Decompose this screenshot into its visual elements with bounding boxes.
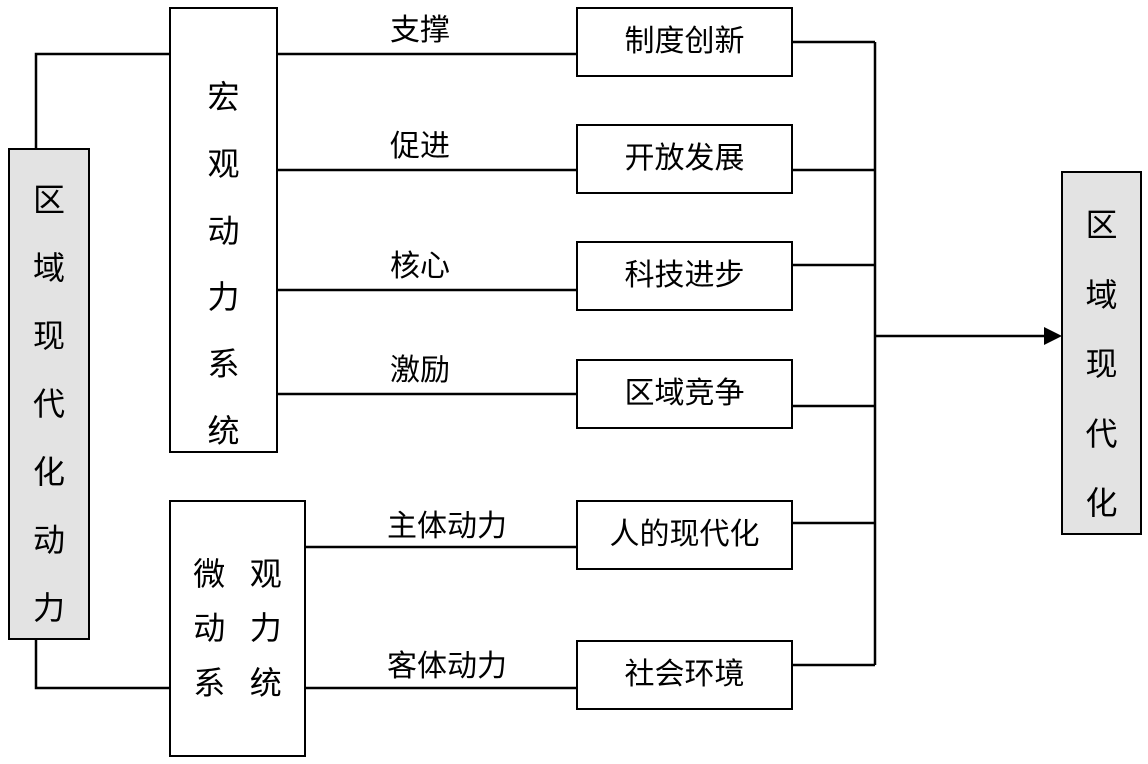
factor-box-human-modernization: 人的现代化 <box>576 500 793 570</box>
connector-left-to-micro <box>34 640 170 690</box>
left-box-char: 化 <box>32 453 65 491</box>
macro-box-char: 力 <box>207 278 240 317</box>
factor-box-social-environment: 社会环境 <box>576 640 793 710</box>
right-box-char: 现 <box>1085 345 1118 383</box>
edge-label-object-driver: 客体动力 <box>387 649 507 684</box>
right-box-char: 代 <box>1085 414 1118 453</box>
macro-driver-system-box: 宏 观 动 力 系 统 <box>169 7 278 453</box>
right-box-char: 化 <box>1085 484 1118 522</box>
regional-modernization-result-box: 区 域 现 代 化 <box>1061 171 1142 535</box>
micro-box-char: 观 <box>249 555 282 594</box>
right-box-char: 域 <box>1085 275 1118 314</box>
edge-label-incentive: 激励 <box>390 353 450 388</box>
macro-box-char: 系 <box>207 345 240 384</box>
factor-box-institutional-innovation: 制度创新 <box>576 7 793 77</box>
factor-box-technological-progress: 科技进步 <box>576 241 793 311</box>
macro-box-char: 观 <box>207 144 240 183</box>
regional-modernization-driver-box: 区 域 现 代 化 动 力 <box>8 148 90 640</box>
edge-label-subject-driver: 主体动力 <box>387 509 507 544</box>
macro-box-char: 宏 <box>207 78 240 116</box>
left-box-char: 现 <box>32 317 65 355</box>
left-box-char: 区 <box>32 181 65 219</box>
right-box-char: 区 <box>1085 206 1118 244</box>
connector-left-to-macro <box>34 52 170 148</box>
micro-box-char: 微 <box>193 555 226 594</box>
edge-label-promote: 促进 <box>390 129 450 164</box>
left-box-char: 域 <box>32 249 65 287</box>
micro-driver-system-box: 微 观 动 力 系 统 <box>169 500 306 757</box>
left-box-char: 力 <box>32 589 65 627</box>
edge-label-support: 支撑 <box>390 13 450 48</box>
arrow-head-icon <box>1044 327 1062 345</box>
factor-box-regional-competition: 区域竞争 <box>576 359 793 429</box>
micro-box-char: 力 <box>249 609 282 648</box>
micro-box-char: 动 <box>193 609 226 648</box>
micro-box-char: 统 <box>249 663 282 702</box>
edge-label-core: 核心 <box>390 249 450 284</box>
micro-box-char: 系 <box>193 663 226 702</box>
macro-box-char: 动 <box>207 211 240 250</box>
macro-box-char: 统 <box>207 411 240 450</box>
left-box-char: 动 <box>32 521 65 559</box>
left-box-char: 代 <box>32 385 65 423</box>
factor-box-open-development: 开放发展 <box>576 124 793 194</box>
